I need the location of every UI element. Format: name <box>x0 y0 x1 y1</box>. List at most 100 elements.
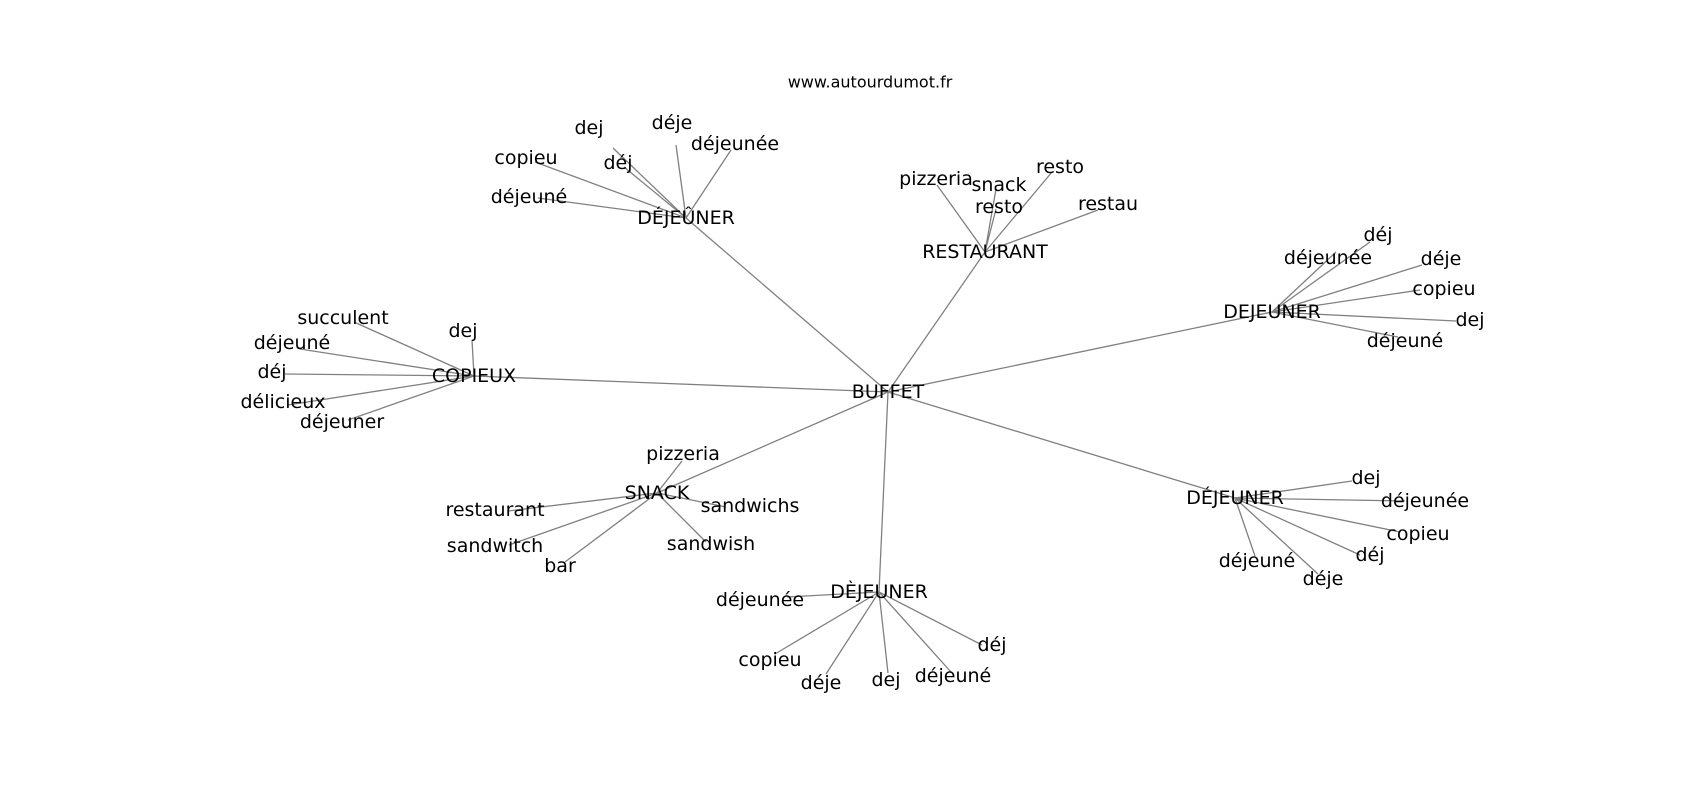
leaf-node: déjeunée <box>716 589 804 611</box>
leaf-node: déjeuné <box>491 186 568 208</box>
edge-center-to-hub <box>887 311 1273 393</box>
edge-hub-to-leaf <box>1234 497 1406 502</box>
edge-hub-to-leaf <box>984 209 1099 253</box>
leaf-node: resto <box>975 196 1023 218</box>
leaf-node: déj <box>257 361 286 383</box>
leaf-node: copieu <box>738 649 801 671</box>
leaf-node: sandwitch <box>447 535 543 557</box>
edge-hub-to-leaf <box>1271 311 1457 322</box>
edge-hub-to-leaf <box>284 373 475 377</box>
leaf-node: restau <box>1078 193 1138 215</box>
leaf-node: délicieux <box>240 391 325 413</box>
leaf-node: déjeuner <box>300 411 384 433</box>
edge-hub-to-leaf <box>1234 497 1256 557</box>
edge-hub-to-leaf <box>623 166 687 219</box>
leaf-node: sandwichs <box>701 495 800 517</box>
leaf-node: déjeunée <box>1381 490 1469 512</box>
edge-hub-to-leaf <box>612 147 687 219</box>
leaf-node: dej <box>871 669 900 691</box>
edge-hub-to-leaf <box>347 375 475 421</box>
edge-hub-to-leaf <box>878 591 983 646</box>
edge-hub-to-leaf <box>1234 497 1319 575</box>
edge-hub-to-leaf <box>1271 264 1423 313</box>
leaf-node: déjeuné <box>1367 330 1444 352</box>
edge-hub-to-leaf <box>1271 289 1421 313</box>
hub-node: SNACK <box>625 482 690 504</box>
edge-center-to-hub <box>473 375 889 393</box>
leaf-node: déjeunée <box>1284 247 1372 269</box>
edge-hub-to-leaf <box>825 591 880 675</box>
leaf-node: déjeuné <box>915 665 992 687</box>
leaf-node: déje <box>801 672 842 694</box>
leaf-node: succulent <box>297 307 388 329</box>
leaf-node: restaurant <box>445 499 544 521</box>
edge-hub-to-leaf <box>1234 497 1361 556</box>
leaf-node: dej <box>574 117 603 139</box>
leaf-node: dej <box>1455 309 1484 331</box>
hub-node: RESTAURANT <box>922 241 1048 263</box>
edge-hub-to-leaf <box>984 171 1053 253</box>
hub-node: COPIEUX <box>432 365 516 387</box>
leaf-node: déje <box>1303 568 1344 590</box>
edge-hub-to-leaf <box>1271 241 1371 313</box>
leaf-node: déjeuné <box>1219 550 1296 572</box>
edge-hub-to-leaf <box>786 591 880 598</box>
edge-hub-to-leaf <box>507 492 658 512</box>
edge-hub-to-leaf <box>537 197 687 219</box>
hub-node: DEJEUNER <box>1223 301 1321 323</box>
leaf-node: copieu <box>1386 523 1449 545</box>
edge-hub-to-leaf <box>984 188 997 253</box>
leaf-node: pizzeria <box>899 168 973 190</box>
edge-hub-to-leaf <box>656 492 707 543</box>
edge-hub-to-leaf <box>534 161 687 219</box>
edge-hub-to-leaf <box>471 339 475 377</box>
leaf-node: dej <box>448 320 477 342</box>
edge-hub-to-leaf <box>685 149 732 219</box>
edge-hub-to-leaf <box>287 375 475 406</box>
edge-center-to-hub <box>887 391 1236 499</box>
leaf-node: resto <box>1036 156 1084 178</box>
edge-hub-to-leaf <box>564 492 658 563</box>
edge-hub-to-leaf <box>984 208 997 253</box>
leaf-node: déjeuné <box>254 332 331 354</box>
leaf-node: dej <box>1351 467 1380 489</box>
edge-hub-to-leaf <box>774 591 880 655</box>
edge-hub-to-leaf <box>299 348 475 377</box>
leaf-node: déj <box>1355 544 1384 566</box>
edge-hub-to-leaf <box>508 492 658 546</box>
leaf-node: déje <box>1421 248 1462 270</box>
edge-hub-to-leaf <box>878 591 952 673</box>
edge-hub-to-leaf <box>1271 251 1337 313</box>
leaf-node: déjeunée <box>691 133 779 155</box>
edge-center-to-hub <box>887 251 986 393</box>
leaf-node: copieu <box>1412 278 1475 300</box>
leaf-node: copieu <box>494 147 557 169</box>
edge-hub-to-leaf <box>1271 311 1399 338</box>
hub-node: DÉJEUNER <box>1186 486 1284 509</box>
edge-center-to-hub <box>656 391 889 494</box>
edge-center-to-hub <box>878 391 889 593</box>
leaf-node: déj <box>977 634 1006 656</box>
edge-hub-to-leaf <box>1234 497 1401 533</box>
edge-hub-to-leaf <box>936 184 986 253</box>
leaf-node: déje <box>652 112 693 134</box>
hub-node: DÉJEÛNER <box>637 205 735 229</box>
leaf-node: snack <box>971 174 1026 196</box>
leaf-node: sandwish <box>667 533 755 555</box>
center-node: BUFFET <box>852 381 925 403</box>
hub-node: DÈJEUNER <box>830 580 928 603</box>
edge-hub-to-leaf <box>1234 480 1353 499</box>
graph-edges <box>284 144 1457 675</box>
leaf-node: déj <box>603 152 632 174</box>
edge-hub-to-leaf <box>656 460 683 494</box>
edge-hub-to-leaf <box>675 144 687 219</box>
edge-center-to-hub <box>685 217 889 393</box>
edge-hub-to-leaf <box>656 492 727 508</box>
edge-hub-to-leaf <box>353 321 475 377</box>
leaf-node: déj <box>1363 224 1392 246</box>
edge-hub-to-leaf <box>878 591 889 674</box>
leaf-node: pizzeria <box>646 443 720 465</box>
leaf-node: bar <box>544 555 576 577</box>
